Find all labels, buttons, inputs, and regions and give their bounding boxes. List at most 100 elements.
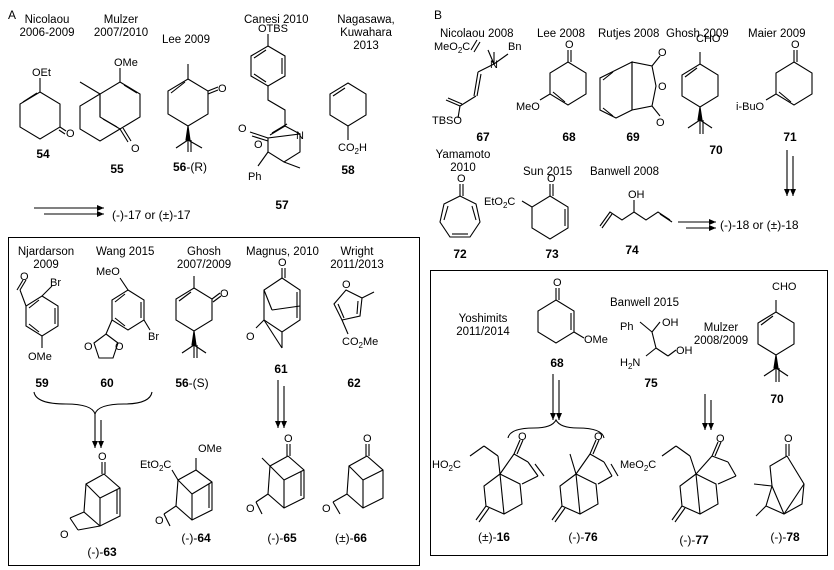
label-65-o2: O — [246, 503, 255, 515]
compound-56r-number: 56 — [172, 160, 187, 174]
author-ghosh-b: Ghosh 2009 — [666, 28, 729, 40]
label-69-o2: O — [658, 81, 667, 93]
compound-68-b: 68 — [562, 130, 576, 144]
label-16-ho2c: HO2C — [432, 459, 461, 473]
label-55-o: O — [131, 143, 140, 155]
compound-57: 57 — [275, 198, 289, 212]
structure-67: MeO2C Bn N TBSO — [432, 39, 521, 127]
compound-58: 58 — [341, 163, 355, 177]
structure-73: O EtO2C — [484, 173, 569, 240]
structure-75: Ph OH H2N OH — [620, 317, 693, 371]
label-77-o: O — [716, 433, 725, 445]
author-lee-a: Lee 2009 — [162, 34, 210, 46]
author-nicolaou-b: Nicolaou 2008 — [440, 28, 514, 40]
structure-70-top: CHO — [681, 33, 721, 134]
compound-73: 73 — [545, 247, 559, 261]
structure-70-box: CHO — [757, 281, 797, 382]
label-16-o: O — [518, 431, 527, 443]
label-74-oh: OH — [628, 189, 645, 201]
product-63-number: 63 — [103, 545, 117, 559]
product-65-number: 65 — [283, 531, 297, 545]
structure-65: O O — [246, 433, 305, 515]
author-canesi: Canesi 2010 — [244, 14, 309, 26]
product-78-prefix: (-)- — [770, 530, 787, 544]
box-a-lower — [8, 237, 420, 566]
label-65-o1: O — [284, 433, 293, 445]
label-60-o2: O — [84, 341, 93, 353]
label-69-o3: O — [656, 117, 665, 129]
label-59-o: O — [20, 271, 29, 283]
structure-58: CO2H — [329, 82, 367, 156]
label-64-eto2c: EtO2C — [140, 459, 171, 473]
structure-62: O CO2Me — [333, 279, 378, 350]
compound-71: 71 — [783, 130, 797, 144]
author-lee-b: Lee 2008 — [537, 28, 585, 40]
product-66-number: 66 — [353, 531, 367, 545]
result-17: (-)-17 or (±)-17 — [112, 208, 191, 222]
compound-72: 72 — [453, 247, 467, 261]
label-63-o2: O — [60, 529, 69, 541]
label-59-br: Br — [50, 277, 61, 289]
label-75-h2n: H2N — [620, 357, 640, 371]
author-yoshimits: Yoshimits 2011/2014 — [456, 313, 510, 338]
compound-56r-suffix: -(R) — [186, 160, 208, 174]
compound-56r: 56-(R) — [173, 160, 207, 174]
label-67-meo2c: MeO2C — [434, 41, 470, 55]
result-18: (-)-18 or (±)-18 — [720, 218, 799, 232]
compound-70-b: 70 — [709, 143, 723, 157]
author-mulzer-b: Mulzer 2008/2009 — [693, 322, 749, 347]
label-56s-o: O — [220, 288, 229, 300]
structure-16: HO2C O — [432, 431, 545, 523]
label-75-ph: Ph — [620, 321, 633, 333]
compound-55: 55 — [110, 162, 124, 176]
label-67-tbso: TBSO — [432, 115, 462, 127]
structure-78: O — [753, 433, 805, 517]
product-78-number: 78 — [786, 530, 800, 544]
product-64: (-)-64 — [181, 531, 210, 545]
author-magnus: Magnus, 2010 — [246, 246, 319, 258]
product-76-prefix: (-)- — [568, 530, 585, 544]
structure-68-box: O OMe — [537, 277, 608, 346]
structure-74: OH — [599, 189, 673, 229]
label-56r-o: O — [218, 83, 227, 95]
structure-77: MeO2C O — [620, 433, 737, 523]
label-67-n: N — [490, 59, 498, 71]
label-68-top-o: O — [565, 39, 574, 51]
label-64-ome: OMe — [198, 443, 222, 455]
label-76-o: O — [594, 431, 603, 443]
label-67-bn: Bn — [508, 41, 521, 53]
label-57-o-co: O — [238, 123, 247, 135]
label-68-box-o: O — [553, 277, 562, 289]
label-78-o: O — [784, 433, 793, 445]
structure-59: Br O OMe — [16, 271, 61, 363]
label-61-o1: O — [278, 257, 287, 269]
label-54-oet: OEt — [32, 67, 51, 79]
structure-56s: O — [175, 276, 229, 358]
label-57-n: N — [296, 130, 304, 142]
product-65-prefix: (-)- — [267, 531, 284, 545]
author-rutjes: Rutjes 2008 — [598, 28, 660, 40]
label-60-o1: O — [115, 341, 124, 353]
author-wright: Wright 2011/2013 — [330, 246, 384, 271]
label-57-ph: Ph — [248, 171, 261, 183]
product-77-prefix: (-)- — [679, 533, 696, 547]
author-mulzer-a: Mulzer 2007/2010 — [93, 14, 149, 39]
compound-74: 74 — [625, 243, 639, 257]
author-banwell-b: Banwell 2008 — [590, 166, 660, 178]
author-banwell-box: Banwell 2015 — [610, 297, 680, 309]
product-76-number: 76 — [584, 530, 598, 544]
product-65: (-)-65 — [267, 531, 296, 545]
label-70-top-cho: CHO — [696, 33, 721, 45]
label-55-ome: OMe — [114, 57, 138, 69]
product-16-prefix: (±)- — [478, 530, 497, 544]
label-71-o: O — [791, 39, 800, 51]
label-64-o: O — [155, 515, 164, 527]
label-54-o: O — [66, 128, 75, 140]
label-66-o2: O — [322, 503, 331, 515]
label-75-oh1: OH — [662, 317, 679, 329]
author-yamamoto: Yamamoto 2010 — [435, 149, 491, 174]
structure-63: O O — [60, 451, 121, 541]
compound-68-box: 68 — [550, 356, 564, 370]
structure-56r: O — [167, 64, 227, 152]
